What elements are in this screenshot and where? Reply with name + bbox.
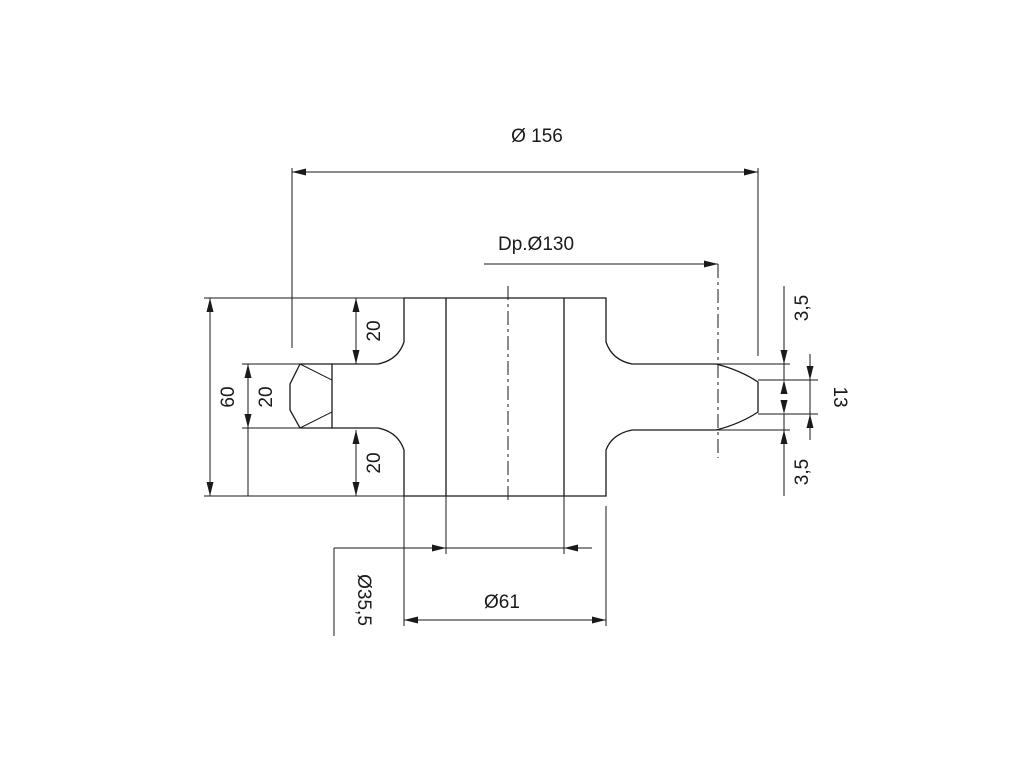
left-section-hatched bbox=[331, 297, 447, 497]
dim-chamfer-bottom-arrow-b bbox=[780, 430, 788, 444]
dim-bore-arrow-right bbox=[564, 544, 578, 552]
dim-tip-arrow-bottom bbox=[806, 414, 814, 428]
dim-upper-hub-label: 20 bbox=[364, 320, 385, 341]
left-tooth-chamfer-line bbox=[299, 363, 333, 429]
right-section-hatched bbox=[563, 297, 759, 497]
dim-upper-hub-arrow-bottom bbox=[352, 350, 360, 364]
dim-tooth-label: 20 bbox=[256, 386, 277, 407]
dim-chamfer-bottom-label: 3,5 bbox=[792, 459, 813, 485]
dim-130-arrow bbox=[704, 260, 718, 268]
dim-chamfer-bottom-arrow-a bbox=[780, 400, 788, 414]
dim-hub-label: Ø61 bbox=[484, 592, 520, 613]
dim-hub-arrow-left bbox=[404, 616, 418, 624]
dim-chamfer-top-arrow-b bbox=[780, 380, 788, 394]
dim-156-arrow-right bbox=[744, 168, 758, 176]
dim-tooth-arrow-bottom bbox=[244, 414, 252, 428]
dim-156-label: Ø 156 bbox=[511, 126, 563, 147]
dim-hub-arrow-right bbox=[592, 616, 606, 624]
left-tooth-tip bbox=[289, 363, 332, 429]
dim-chamfer-top-label: 3,5 bbox=[792, 295, 813, 321]
dim-chamfer-top-arrow-a bbox=[780, 350, 788, 364]
dim-60-arrow-top bbox=[206, 298, 214, 312]
dim-tooth-arrow-top bbox=[244, 364, 252, 378]
dim-tip-label: 13 bbox=[829, 386, 850, 407]
dim-130-label: Dp.Ø130 bbox=[498, 234, 574, 255]
dim-lower-hub-arrow-bottom bbox=[352, 482, 360, 496]
dim-tip-arrow-top bbox=[806, 366, 814, 380]
dim-60-label: 60 bbox=[218, 386, 239, 407]
dim-lower-hub-arrow-top bbox=[352, 430, 360, 444]
dim-156-arrow-left bbox=[292, 168, 306, 176]
dim-60-arrow-bottom bbox=[206, 482, 214, 496]
dim-lower-hub-label: 20 bbox=[364, 452, 385, 473]
dim-upper-hub-arrow-top bbox=[352, 298, 360, 312]
dim-bore-label: Ø35,5 bbox=[353, 574, 374, 626]
dim-bore-arrow-left bbox=[432, 544, 446, 552]
